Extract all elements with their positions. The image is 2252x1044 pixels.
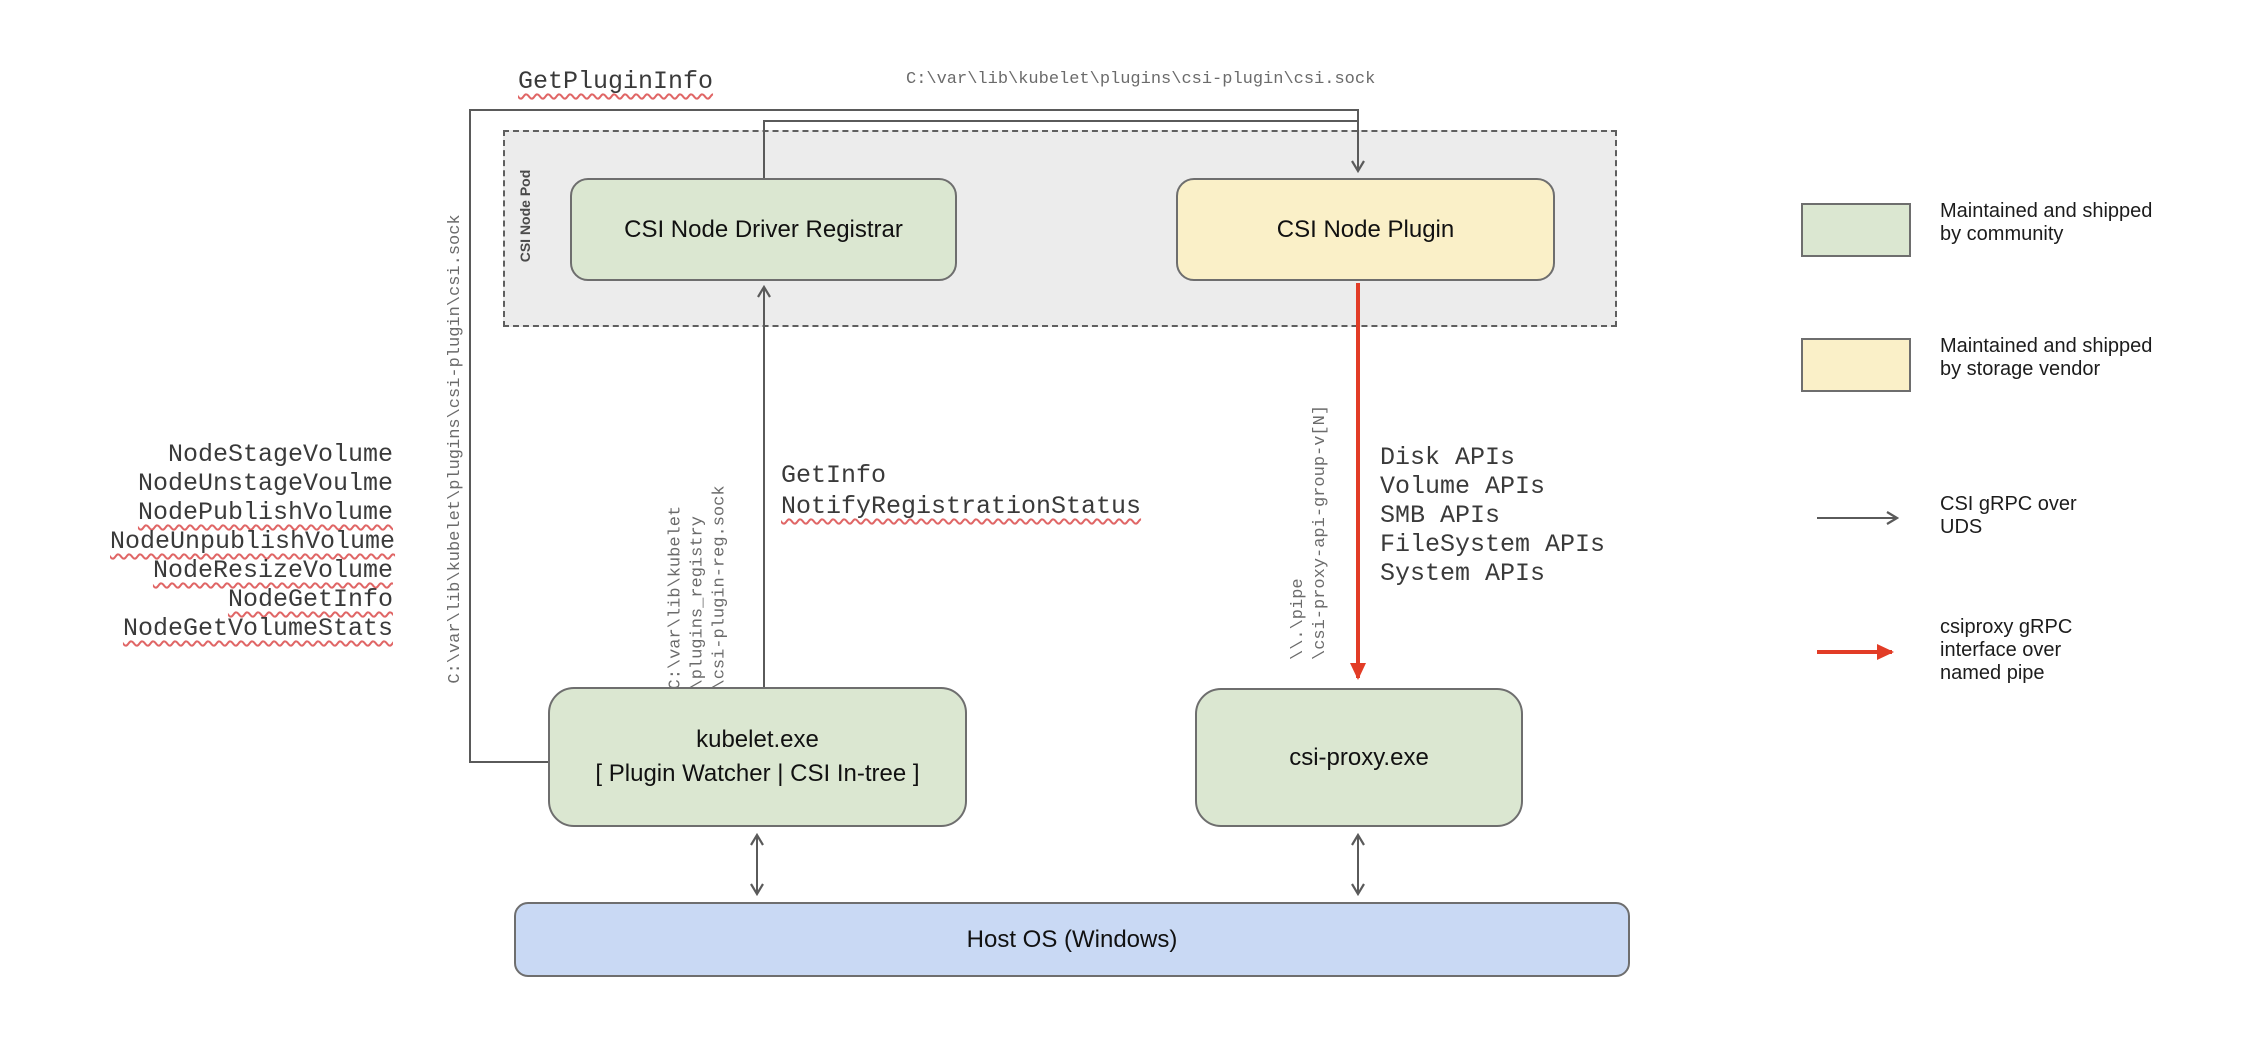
get-plugin-info-label: GetPluginInfo (518, 67, 714, 96)
api-group-item: SMB APIs (1380, 501, 1501, 530)
named-pipe-line: \csi-proxy-api-group-v[N] (1311, 404, 1330, 660)
api-group-item: Disk APIs (1380, 443, 1516, 472)
legend-uds-label: CSI gRPC over UDS (1940, 493, 2077, 538)
kubelet-box: kubelet.exe [ Plugin Watcher | CSI In-tr… (548, 687, 967, 827)
registry-path-line: C:\var\lib\kubelet (666, 505, 686, 690)
node-rpc-item: NodePublishVolume (137, 498, 393, 527)
api-group-item: FileSystem APIs (1380, 530, 1606, 559)
node-rpc-item: NodeResizeVolume (152, 556, 393, 585)
registry-socket-path-label: C:\var\lib\kubelet \plugins_registry \cs… (666, 465, 732, 690)
api-group-item: Volume APIs (1380, 472, 1546, 501)
registry-path-line: \csi-plugin-reg.sock (710, 485, 730, 690)
node-rpc-item: NodeGetVolumeStats (122, 614, 393, 643)
csi-proxy-box: csi-proxy.exe (1195, 688, 1523, 827)
csi-node-plugin-box: CSI Node Plugin (1176, 178, 1555, 281)
legend-community-swatch (1801, 203, 1911, 257)
left-socket-path-label: C:\var\lib\kubelet\plugins\csi-plugin\cs… (446, 214, 465, 684)
legend-named-pipe-label: csiproxy gRPC interface over named pipe (1940, 616, 2073, 684)
notify-registration-status-label: NotifyRegistrationStatus (781, 492, 1142, 521)
node-rpc-list: NodeStageVolume NodeUnstageVoulme NodePu… (110, 440, 396, 643)
api-groups-list: Disk APIs Volume APIs SMB APIs FileSyste… (1380, 443, 1605, 588)
csi-node-driver-registrar-box: CSI Node Driver Registrar (570, 178, 957, 281)
top-socket-path-label: C:\var\lib\kubelet\plugins\csi-plugin\cs… (906, 70, 1376, 89)
registry-path-line: \plugins_registry (688, 516, 708, 690)
legend-community-label: Maintained and shipped by community (1940, 200, 2153, 245)
legend-vendor-swatch (1801, 338, 1911, 392)
node-rpc-item: NodeStageVolume (167, 440, 393, 469)
api-group-item: System APIs (1380, 559, 1546, 588)
registration-rpcs: GetInfo NotifyRegistrationStatus (781, 460, 1141, 522)
node-rpc-item: NodeGetInfo (227, 585, 393, 614)
host-os-box: Host OS (Windows) (514, 902, 1630, 977)
node-rpc-item: NodeUnpublishVolume (110, 527, 396, 556)
named-pipe-path-label: \\.\pipe \csi-proxy-api-group-v[N] (1288, 400, 1332, 660)
named-pipe-line: \\.\pipe (1289, 578, 1308, 660)
get-info-label: GetInfo (781, 461, 887, 490)
node-rpc-item: NodeUnstageVoulme (137, 469, 393, 498)
legend-vendor-label: Maintained and shipped by storage vendor (1940, 335, 2153, 380)
csi-node-pod-label: CSI Node Pod (517, 169, 533, 263)
